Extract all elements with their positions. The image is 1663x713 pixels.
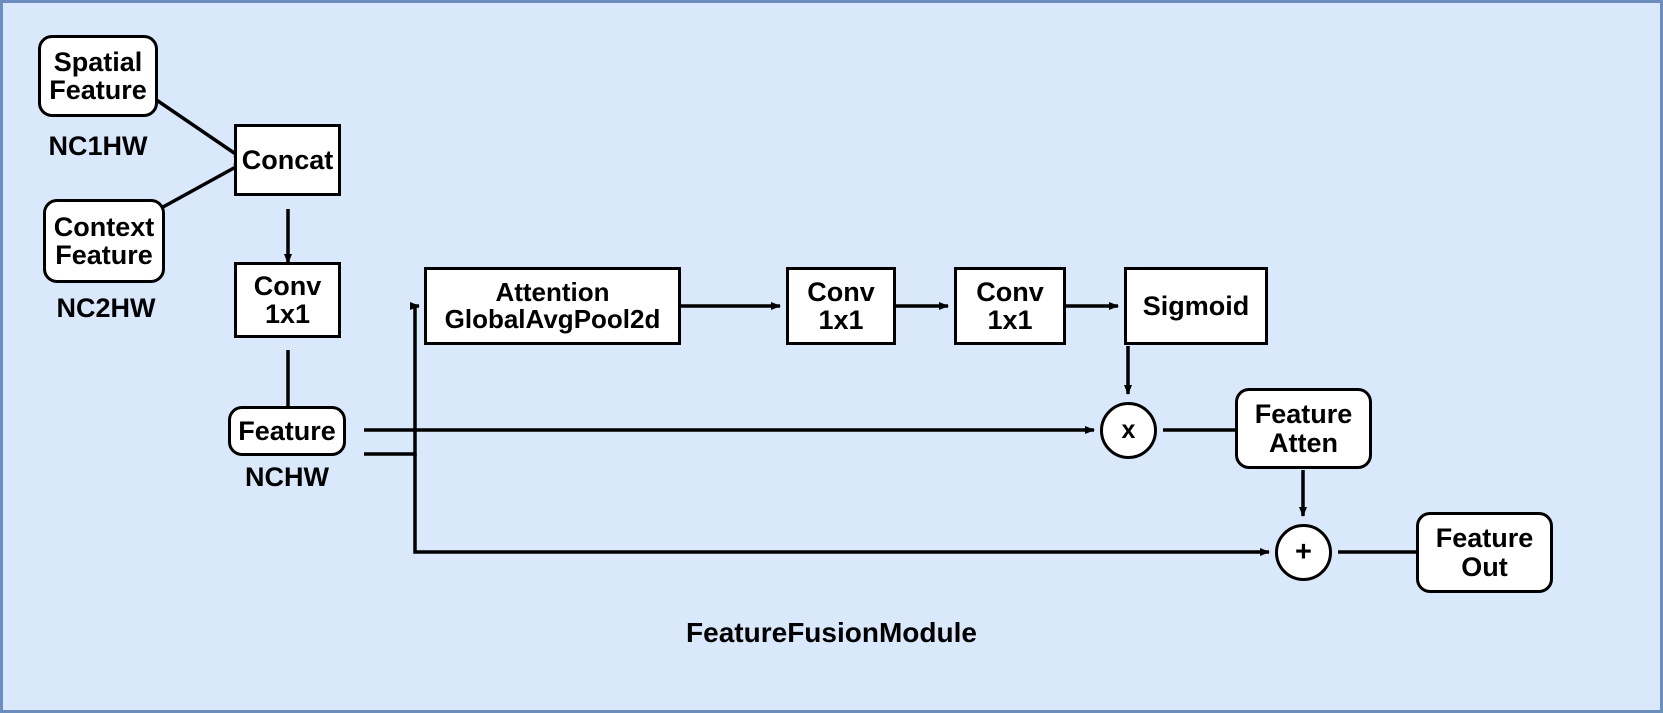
tag-nchw: NCHW xyxy=(245,462,329,492)
node-attention-line2: GlobalAvgPool2d xyxy=(444,304,661,334)
node-feature-atten-line1: Feature xyxy=(1254,399,1353,430)
node-conv-1x1-b[interactable]: Conv 1x1 xyxy=(786,267,896,345)
node-add-symbol: + xyxy=(1295,536,1312,568)
node-multiply-symbol: x xyxy=(1121,416,1136,444)
node-feature[interactable]: Feature xyxy=(228,406,346,456)
node-feature-out-line1: Feature xyxy=(1435,523,1534,554)
node-conv-1x1-c[interactable]: Conv 1x1 xyxy=(954,267,1066,345)
node-feature-label: Feature xyxy=(238,415,336,446)
node-sigmoid-label: Sigmoid xyxy=(1142,290,1250,321)
node-attention-globalavgpool2d[interactable]: Attention GlobalAvgPool2d xyxy=(424,267,681,345)
tag-nc2hw: NC2HW xyxy=(56,293,156,323)
node-concat[interactable]: Concat xyxy=(234,124,341,196)
edge-feature-to-attention xyxy=(364,302,420,456)
edge-feature-skip-to-add xyxy=(413,454,1270,556)
node-conv-1x1-a-line2: 1x1 xyxy=(264,299,311,329)
node-spatial-feature-line2: Feature xyxy=(49,75,147,105)
node-context-feature-line1: Context xyxy=(53,211,155,242)
node-conv-1x1-a[interactable]: Conv 1x1 xyxy=(234,262,341,338)
node-sigmoid[interactable]: Sigmoid xyxy=(1124,267,1268,345)
edge-context-to-concat xyxy=(162,161,244,209)
node-spatial-feature[interactable]: Spatial Feature xyxy=(38,35,158,117)
node-feature-out-line2: Out xyxy=(1461,551,1508,582)
node-context-feature[interactable]: Context Feature xyxy=(43,199,165,283)
node-concat-label: Concat xyxy=(241,144,334,175)
node-conv-1x1-b-line2: 1x1 xyxy=(818,305,864,335)
node-feature-out[interactable]: Feature Out xyxy=(1416,512,1553,593)
node-conv-1x1-a-line1: Conv xyxy=(253,270,322,301)
node-spatial-feature-line1: Spatial xyxy=(53,46,143,77)
diagram-title: FeatureFusionModule xyxy=(686,617,977,648)
node-conv-1x1-c-line2: 1x1 xyxy=(987,305,1033,335)
node-feature-atten[interactable]: Feature Atten xyxy=(1235,388,1372,469)
edge-spatial-to-concat xyxy=(154,97,244,161)
node-conv-1x1-b-line1: Conv xyxy=(807,276,875,307)
node-context-feature-line2: Feature xyxy=(55,240,153,270)
node-attention-line1: Attention xyxy=(495,276,610,307)
node-feature-atten-line2: Atten xyxy=(1269,427,1338,458)
tag-nc1hw: NC1HW xyxy=(48,131,148,161)
edge-layer xyxy=(154,97,1502,556)
node-multiply-operator[interactable]: x xyxy=(1100,402,1157,459)
node-add-operator[interactable]: + xyxy=(1275,524,1332,581)
node-conv-1x1-c-line1: Conv xyxy=(976,276,1044,307)
